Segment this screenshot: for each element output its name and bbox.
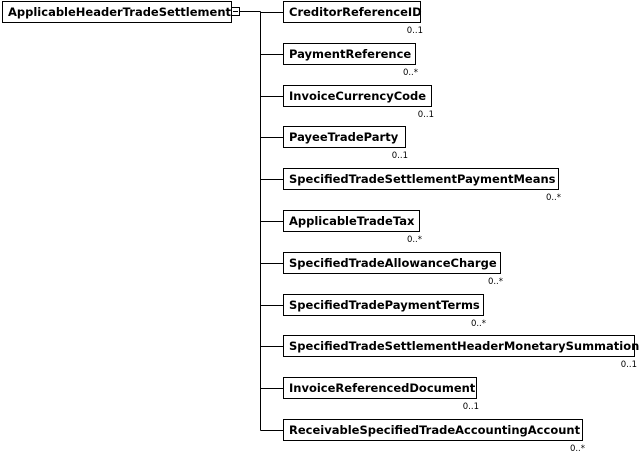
cardinality-label: 0..1 <box>620 360 637 370</box>
cardinality-label: 0..* <box>487 277 503 287</box>
child-element-box[interactable]: InvoiceCurrencyCode <box>283 85 432 107</box>
cardinality-label: 0..* <box>545 193 561 203</box>
cardinality-label: 0..* <box>406 235 422 245</box>
cardinality-label: 0..* <box>470 319 486 329</box>
child-element-box[interactable]: SpecifiedTradeSettlementHeaderMonetarySu… <box>283 335 639 357</box>
child-element-box[interactable]: ApplicableTradeTax <box>283 210 420 232</box>
cardinality-label: 0..1 <box>391 151 408 161</box>
cardinality-label: 0..1 <box>462 402 479 412</box>
child-element-box[interactable]: CreditorReferenceID <box>283 1 422 23</box>
child-element-box[interactable]: InvoiceReferencedDocument <box>283 377 477 399</box>
collapse-minus-icon[interactable] <box>231 7 240 16</box>
child-element-box[interactable]: ReceivableSpecifiedTradeAccountingAccoun… <box>283 419 583 441</box>
root-element-box[interactable]: ApplicableHeaderTradeSettlement <box>2 1 232 23</box>
cardinality-label: 0..1 <box>417 110 434 120</box>
cardinality-label: 0..* <box>402 68 418 78</box>
cardinality-label: 0..* <box>569 444 585 454</box>
child-element-box[interactable]: SpecifiedTradeSettlementPaymentMeans <box>283 168 559 190</box>
cardinality-label: 0..1 <box>406 26 423 36</box>
child-element-box[interactable]: SpecifiedTradePaymentTerms <box>283 294 484 316</box>
child-element-box[interactable]: PayeeTradeParty <box>283 126 406 148</box>
child-element-box[interactable]: PaymentReference <box>283 43 416 65</box>
child-element-box[interactable]: SpecifiedTradeAllowanceCharge <box>283 252 501 274</box>
